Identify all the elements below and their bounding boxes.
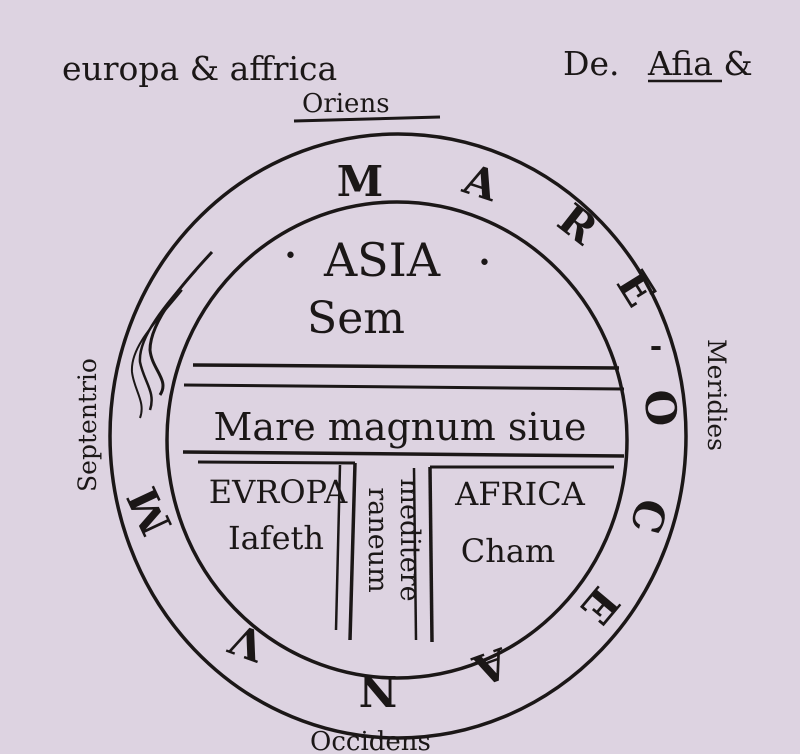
river-stroke-1	[148, 250, 214, 396]
africa-name: AFRICA	[454, 475, 586, 513]
ocean-letter: A	[466, 637, 516, 695]
river-strokes	[130, 250, 214, 419]
europe-top-line	[197, 460, 356, 465]
ocean-letter: E	[607, 262, 666, 315]
stem-left-inner	[334, 464, 342, 631]
t-top-line	[192, 363, 620, 370]
river-stroke-2	[138, 269, 197, 411]
africa-son: Cham	[461, 532, 556, 570]
north-label: Septentrio	[73, 358, 102, 492]
ocean-letter: N	[359, 666, 397, 715]
east-underline	[293, 115, 441, 123]
river-stroke-3	[130, 289, 183, 419]
ocean-letter: R	[549, 194, 608, 255]
ocean-letter: V	[222, 613, 272, 671]
ocean-letter: C	[620, 494, 676, 539]
ocean-letter: -	[650, 329, 662, 364]
right-caption-word: Afia &	[647, 44, 753, 83]
outer-ocean-ring	[108, 132, 688, 740]
t-bar-bottom	[182, 450, 625, 458]
t-top-line-inner	[183, 383, 625, 391]
stem-left-outer	[348, 462, 357, 641]
stem-right-outer	[428, 466, 434, 643]
inner-world-circle	[165, 200, 629, 680]
t-divider	[182, 363, 625, 643]
sea-horizontal-label: Mare magnum siue	[214, 405, 587, 449]
south-label: Meridies	[702, 339, 731, 451]
ocean-letter: M	[337, 157, 384, 206]
west-label: Occidens	[310, 727, 431, 754]
stem-right-inner	[412, 467, 418, 641]
sea-vertical-left: raneum	[362, 487, 393, 592]
ocean-letter: O	[634, 388, 686, 429]
asia-son: Sem	[307, 293, 405, 344]
europa-name: EVROPA	[209, 473, 348, 511]
east-label: Oriens	[302, 89, 390, 119]
asia-ornament-right-icon: •	[478, 251, 491, 276]
right-caption-prefix: De.	[563, 44, 619, 83]
asia-name: ASIA	[323, 233, 441, 287]
asia-ornament-left-icon: •	[284, 244, 297, 269]
left-caption: europa & affrica	[62, 49, 337, 88]
sea-vertical-right: meditere	[394, 478, 425, 601]
europa-son: Iafeth	[228, 519, 324, 557]
ocean-letter: A	[457, 154, 505, 211]
